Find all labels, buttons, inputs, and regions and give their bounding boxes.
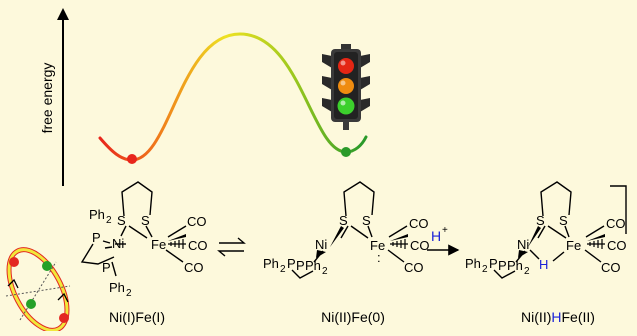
middle-p2-atom: P [296, 258, 305, 273]
middle-ni-atom: Ni [315, 237, 327, 252]
middle-co1-label: CO [409, 216, 429, 231]
proton-label: H [431, 228, 441, 244]
left-s1-atom: S [117, 213, 126, 228]
structure-right: S S Ni Fe H Ph 2 P P Ph 2 CO CO CO Ni(II… [465, 181, 627, 325]
middle-p1-atom: P [287, 256, 296, 271]
energy-profile [98, 32, 368, 164]
protonation-step: H + [427, 225, 460, 256]
svg-text:2: 2 [280, 264, 286, 275]
left-ni-atom: Ni [112, 236, 124, 251]
left-ph2-label: Ph [109, 280, 125, 295]
minimum-end-dot [341, 147, 351, 157]
right-hydride-atom: H [539, 257, 548, 272]
left-ph1-label: Ph [89, 207, 105, 222]
left-p1-atom: P [92, 230, 101, 245]
middle-co3-label: CO [404, 260, 424, 275]
right-s1-atom: S [536, 213, 545, 228]
right-fe-atom: Fe [566, 238, 581, 253]
middle-lone-pair: : [377, 250, 381, 265]
right-structure-label: Ni(II)HFe(II) [521, 309, 595, 325]
right-p2-atom: P [498, 258, 507, 273]
left-p2-atom: P [102, 260, 111, 275]
right-s2-atom: S [559, 213, 568, 228]
svg-text:2: 2 [126, 288, 132, 299]
proton-charge: + [442, 225, 448, 236]
traffic-light-green [337, 97, 355, 115]
cation-bracket [610, 185, 627, 234]
middle-co2-label: CO [410, 238, 430, 253]
energy-curve [98, 32, 368, 162]
hashed-co-bond [168, 239, 186, 249]
right-p1-atom: P [489, 256, 498, 271]
middle-s2-atom: S [362, 213, 371, 228]
right-co2-label: CO [607, 238, 627, 253]
middle-ph1-label: Ph [263, 256, 279, 271]
energy-axis-arrowhead-icon [57, 8, 69, 20]
left-fe-atom: Fe [151, 237, 166, 252]
minimum-start-dot [127, 154, 137, 164]
middle-ph2-label: Ph [305, 258, 321, 273]
left-s2-atom: S [141, 213, 150, 228]
left-structure-label: Ni(I)Fe(I) [109, 309, 165, 325]
right-co1-label: CO [606, 216, 626, 231]
middle-structure-label: Ni(II)Fe(0) [321, 309, 385, 325]
left-co1-label: CO [187, 214, 207, 229]
right-ph2-label: Ph [507, 258, 523, 273]
right-ph1-label: Ph [465, 256, 481, 271]
right-ni-atom: Ni [517, 237, 529, 252]
traffic-light-amber [338, 78, 354, 94]
svg-text:2: 2 [322, 266, 328, 277]
structure-middle: S S Ni Fe : Ph 2 P P Ph 2 CO CO CO Ni(II… [263, 181, 430, 325]
energy-axis-label: free energy [39, 63, 55, 134]
right-co3-label: CO [601, 260, 621, 275]
left-co3-label: CO [184, 260, 204, 275]
middle-fe-atom: Fe [370, 238, 385, 253]
energy-surface-ring-icon [5, 247, 71, 333]
traffic-light-icon [322, 44, 370, 130]
equilibrium-arrows-icon [217, 237, 246, 257]
svg-text:2: 2 [524, 266, 530, 277]
svg-text:2: 2 [106, 215, 112, 226]
middle-s1-atom: S [339, 213, 348, 228]
energy-axis: free energy [39, 8, 69, 186]
traffic-light-red [338, 58, 354, 74]
left-co2-label: CO [188, 238, 208, 253]
svg-text:2: 2 [482, 264, 488, 275]
structure-left: S S Ni Fe P Ph 2 P Ph 2 CO CO CO Ni(I)Fe… [80, 181, 208, 325]
